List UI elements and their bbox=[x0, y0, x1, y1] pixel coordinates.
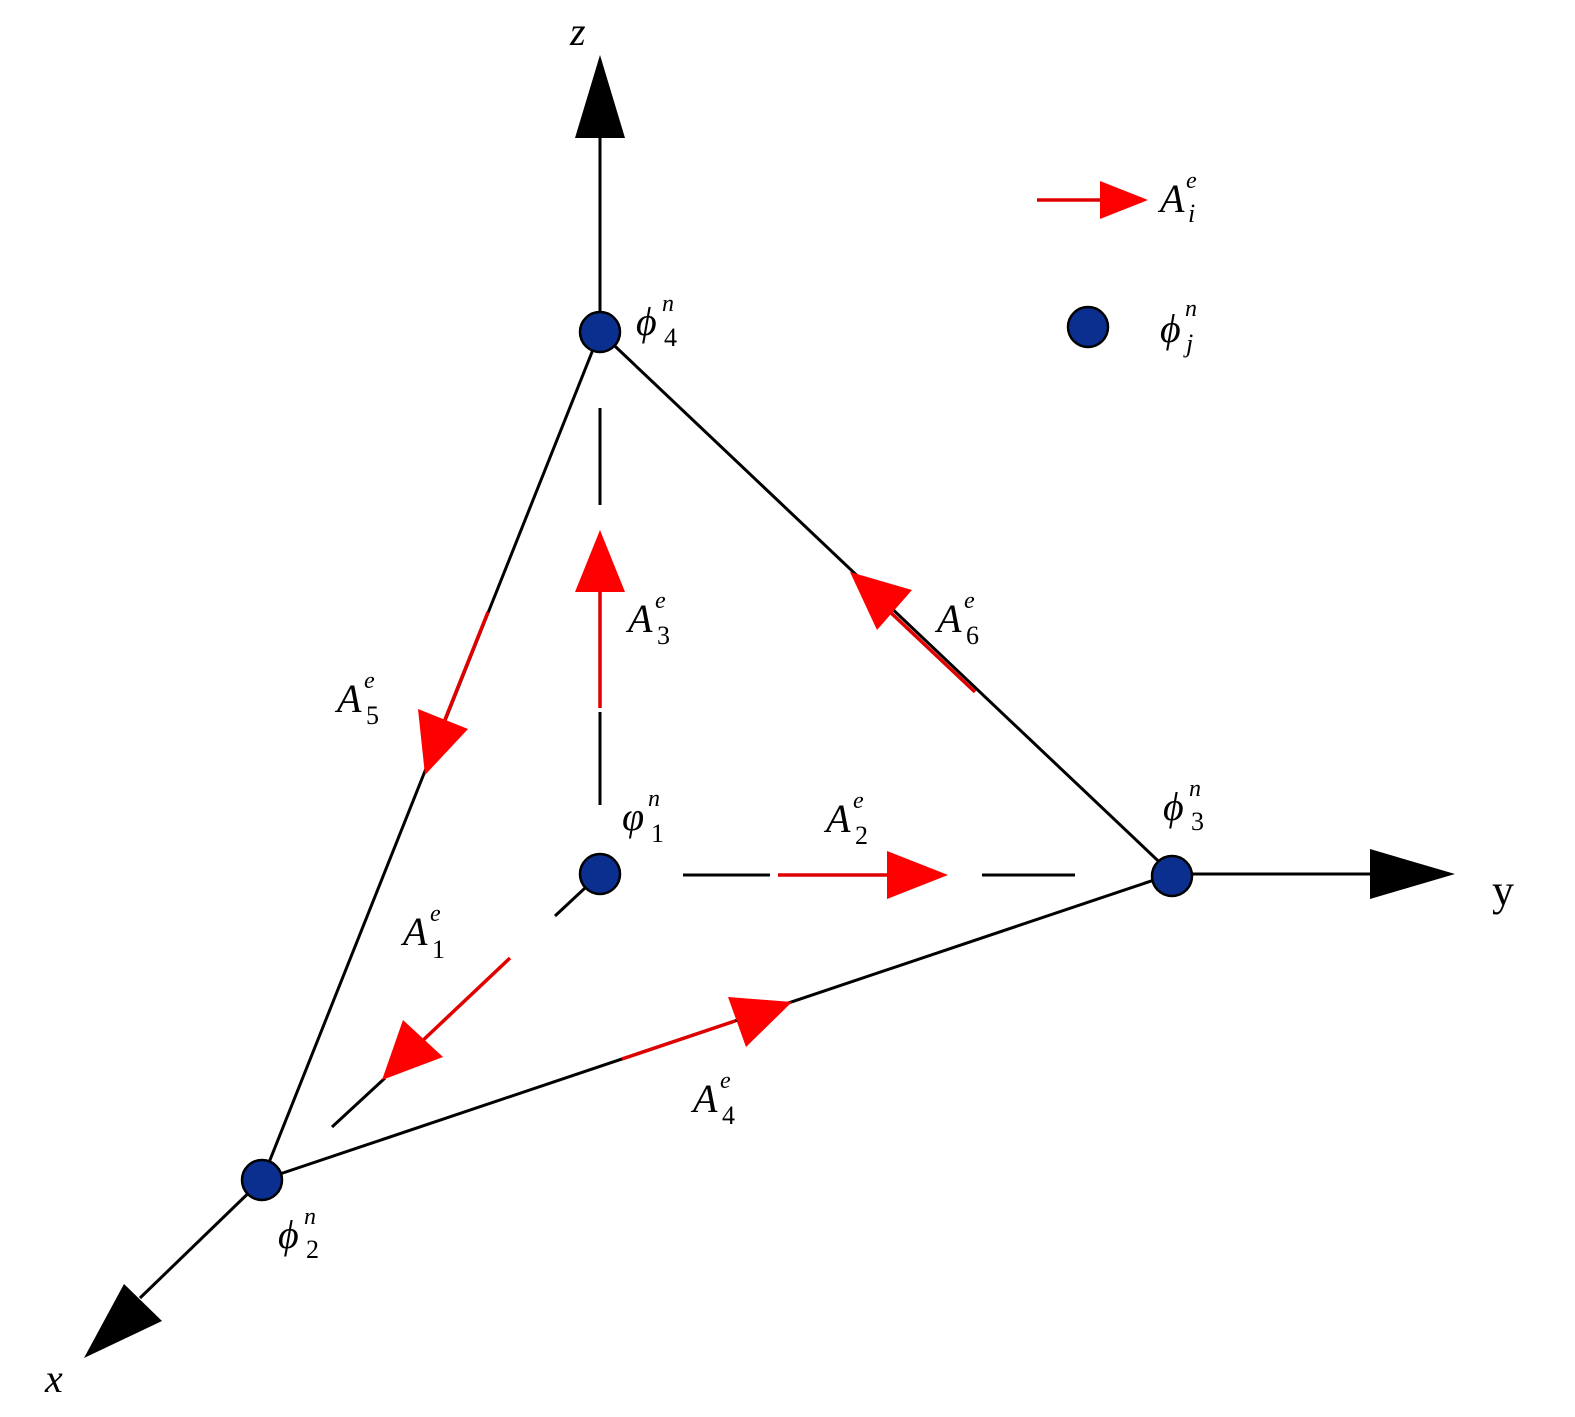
edge-arrow-a6 bbox=[850, 572, 977, 694]
edge-arrow-a4 bbox=[621, 997, 792, 1061]
z-axis-label: z bbox=[569, 9, 586, 54]
y-axis bbox=[1172, 849, 1455, 899]
edge-arrow-a1 bbox=[382, 956, 512, 1080]
edge-5-label: A e 5 bbox=[334, 668, 379, 730]
edge-3-label: A e 3 bbox=[625, 588, 670, 650]
node-1-label: φ n 1 bbox=[622, 786, 664, 848]
node-3-label: ϕ n 3 bbox=[1163, 776, 1205, 836]
legend: A e i ϕ n j bbox=[1037, 168, 1201, 358]
node-3 bbox=[1150, 854, 1194, 898]
z-axis bbox=[575, 55, 625, 330]
z-axis-arrowhead bbox=[575, 55, 625, 138]
node-4-label: ϕ n 4 bbox=[636, 291, 678, 352]
y-axis-arrowhead bbox=[1370, 849, 1455, 899]
x-axis-label: x bbox=[44, 1356, 63, 1401]
legend-node-label: ϕ n j bbox=[1160, 296, 1201, 358]
x-axis-arrowhead bbox=[84, 1284, 162, 1358]
edge-arrow-a5 bbox=[418, 611, 490, 775]
edge-6-label: A e 6 bbox=[934, 588, 979, 650]
node-2-label: ϕ n 2 bbox=[278, 1204, 320, 1264]
node-4 bbox=[578, 310, 622, 354]
legend-node-marker bbox=[1066, 305, 1110, 349]
edge-arrow-a3 bbox=[575, 530, 625, 708]
edge-1-label: A e 1 bbox=[400, 901, 445, 964]
edge-arrow-a2 bbox=[778, 851, 948, 899]
node-1 bbox=[578, 852, 622, 896]
y-axis-label: y bbox=[1492, 866, 1514, 915]
legend-edge-arrow bbox=[1037, 181, 1148, 219]
x-axis bbox=[84, 1178, 264, 1358]
edge-2-label: A e 2 bbox=[823, 788, 868, 850]
edge-4-label: A e 4 bbox=[690, 1068, 735, 1130]
legend-edge-label: A e i bbox=[1157, 168, 1201, 228]
node-2 bbox=[240, 1158, 284, 1202]
